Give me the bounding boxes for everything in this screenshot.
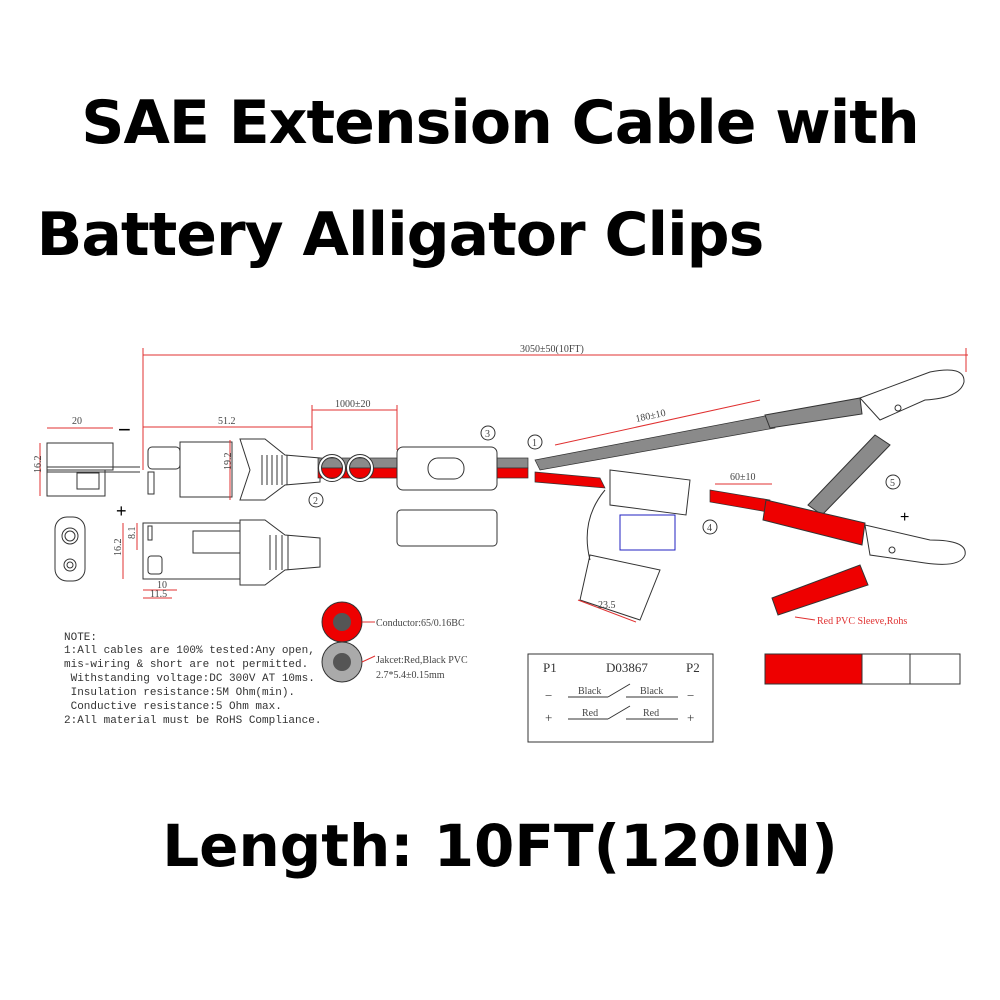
sae-plug-cap — [46, 442, 140, 497]
callout-3-label: 3 — [485, 429, 490, 440]
cable-size-spec: 2.7*5.4±0.15mm — [376, 670, 445, 681]
p2-pos: + — [687, 710, 694, 725]
note-line: Withstanding voltage:DC 300V AT 10ms. — [64, 673, 315, 685]
length-caption: Length: 10FT(120IN) — [162, 812, 838, 880]
conductor-spec: Conductor:65/0.16BC — [376, 618, 465, 629]
plug-front-view — [54, 516, 86, 582]
title-line-1: SAE Extension Cable with — [81, 88, 919, 158]
cap-width-label: 20 — [72, 416, 82, 427]
branch-length-label: 180±10 — [635, 408, 667, 425]
clip-branches — [534, 414, 776, 513]
callout-1-label: 1 — [532, 438, 537, 449]
cable-cross-section — [321, 601, 376, 683]
fuse-width-label: 23.5 — [598, 600, 616, 611]
switch-schematic: P1 D03867 P2 − + − + Black Black Red Red — [527, 653, 714, 743]
plug-length-label: 51.2 — [218, 416, 236, 427]
callout-2-label: 2 — [313, 496, 318, 507]
callout-5-label: 5 — [890, 478, 895, 489]
overall-dimension: 3050±50(10FT) — [142, 344, 968, 470]
cable-drawing: 3050±50(10FT) 20 16.2 − + 51.2 19.2 — [33, 344, 968, 743]
p1-label: P1 — [543, 660, 557, 675]
pin-10-label: 10 — [157, 580, 167, 591]
side-height-label: 16.2 — [113, 539, 124, 557]
plug-ribs — [261, 455, 288, 485]
sleeve-side-view — [764, 653, 961, 685]
note-line: 2:All material must be RoHS Compliance. — [64, 715, 321, 727]
overall-length-label: 3050±50(10FT) — [520, 344, 584, 355]
notes: NOTE: 1:All cables are 100% tested:Any o… — [64, 632, 321, 727]
title-line-2: Battery Alligator Clips — [36, 200, 765, 270]
cap-dims — [39, 427, 113, 496]
notes-heading: NOTE: — [64, 632, 97, 644]
callout-4-label: 4 — [707, 523, 712, 534]
inline-switch — [396, 446, 498, 547]
clip-plus-sign: + — [900, 509, 909, 526]
pin-11-5-label: 11.5 — [150, 589, 167, 600]
minus-sign: − — [118, 417, 131, 442]
black-alligator-clip — [764, 369, 965, 516]
callout-5 — [885, 474, 901, 490]
p2-label: P2 — [686, 660, 700, 675]
callout-2 — [308, 492, 324, 508]
p1-pos: + — [545, 710, 552, 725]
jacket-spec: Jakcet:Red,Black PVC — [376, 655, 468, 666]
red-branch-label: 60±10 — [730, 472, 756, 483]
cable-dim — [311, 405, 398, 450]
sleeve-label: Red PVC Sleeve,Rohs — [817, 616, 907, 627]
red-wire-p1: Red — [582, 708, 598, 719]
cap-height-label: 16.2 — [33, 456, 44, 474]
p2-neg: − — [687, 688, 694, 703]
fuse-dim — [577, 599, 637, 623]
black-wire-p2: Black — [640, 686, 663, 697]
black-wire-p1: Black — [578, 686, 601, 697]
branch-dim — [554, 399, 761, 446]
boot-height-label: 19.2 — [223, 453, 234, 471]
note-line: mis-wiring & short are not permitted. — [64, 659, 308, 671]
callout-4 — [702, 519, 718, 535]
callout-3 — [480, 425, 496, 441]
note-line: 1:All cables are 100% tested:Any open, — [64, 645, 315, 657]
switch-code: D03867 — [606, 660, 648, 675]
red-alligator-clip — [762, 499, 966, 616]
sae-plug-side — [142, 519, 321, 586]
side-dims — [122, 523, 177, 599]
side-half-label: 8.1 — [127, 527, 138, 540]
red-wire-p2: Red — [643, 708, 659, 719]
sae-plug — [147, 438, 321, 501]
sleeve-leader — [794, 616, 816, 621]
note-line: Insulation resistance:5M Ohm(min). — [64, 687, 295, 699]
p1-neg: − — [545, 688, 552, 703]
fuse-holder — [579, 469, 691, 621]
plus-sign: + — [116, 501, 127, 521]
side-ribs — [269, 535, 289, 570]
note-line: Conductive resistance:5 Ohm max. — [64, 701, 282, 713]
cable-length-label: 1000±20 — [335, 399, 371, 410]
callout-1 — [527, 434, 543, 450]
